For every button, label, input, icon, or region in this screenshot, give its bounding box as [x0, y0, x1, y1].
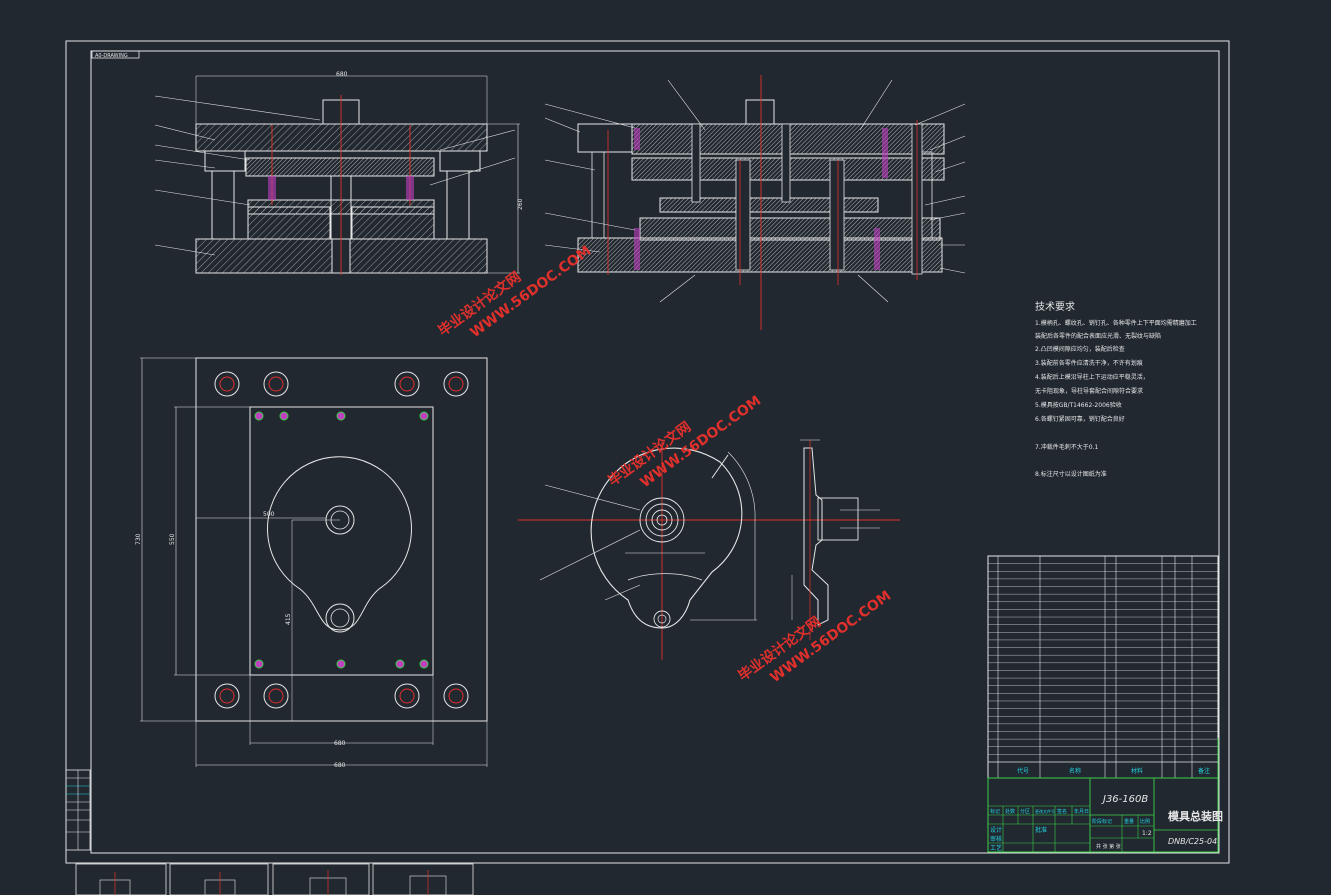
tech-line-2: 装配后各零件的配合表面应光滑、无裂纹与缺陷: [1035, 332, 1161, 340]
tech-line-3: 2.凸凹模间隙应均匀，装配后检查: [1035, 345, 1125, 353]
tb-row-design: 设计: [990, 826, 1002, 834]
dim-415: 415: [285, 613, 292, 625]
tb-weight-label: 重量: [1124, 818, 1134, 825]
left-margin-table: [65, 769, 91, 851]
tb-scale-label: 比例: [1140, 818, 1150, 825]
top-plan-view[interactable]: 730 550 680 680 415 500: [135, 357, 488, 769]
parts-list-rows: [988, 563, 1218, 755]
bom-header-code: 代号: [1017, 767, 1029, 775]
tech-heading: 技术要求: [1035, 300, 1075, 313]
tb-col-count: 处数: [1005, 808, 1015, 815]
drawing-code: J36-160B: [1101, 794, 1148, 805]
tb-stage-label: 阶段标记: [1092, 818, 1112, 825]
top-height-dim: 730: [135, 533, 142, 545]
bom-header-material: 材料: [1131, 767, 1143, 775]
tech-line-9: 7.冲裁件毛刺不大于0.1: [1035, 443, 1098, 451]
tech-line-1: 1.模柄孔、螺纹孔、销钉孔、各种零件上下平面均需精磨加工: [1035, 319, 1197, 327]
ref-label-box: [91, 50, 140, 59]
top-inner-height-dim: 550: [169, 533, 176, 545]
front-height-dim: 260: [517, 198, 524, 210]
tb-col-zone: 分区: [1020, 808, 1030, 815]
front-section-view[interactable]: 680 260: [154, 71, 524, 275]
bottom-thumbnails: [75, 863, 474, 895]
tech-line-8: 6.各螺钉紧固可靠，销钉配合良好: [1035, 415, 1125, 423]
tb-col-date: 年月日: [1074, 808, 1089, 815]
outer-sheet-border: [65, 40, 1230, 864]
watermark-2: 毕业设计论文网 WWW.56DOC.COM: [605, 393, 764, 491]
tech-line-6: 无卡阻现象，导柱导套配合间隙符合要求: [1035, 387, 1143, 395]
tech-line-4: 3.装配前各零件应清洗干净，不许有划痕: [1035, 359, 1143, 367]
ref-label: A0-DRAWING: [95, 53, 128, 59]
tech-requirements: 技术要求 1.模柄孔、螺纹孔、销钉孔、各种零件上下平面均需精磨加工 装配后各零件…: [1035, 300, 1197, 478]
tech-line-7: 5.模具按GB/T14662-2006验收: [1035, 401, 1122, 409]
tb-col-mark: 标记: [990, 808, 1000, 815]
tb-row-process: 工艺: [990, 844, 1002, 852]
watermark-3: 毕业设计论文网 WWW.56DOC.COM: [735, 588, 894, 686]
bom-header-name: 名称: [1069, 767, 1081, 775]
tech-line-10: 8.标注尺寸以设计图纸为准: [1035, 470, 1107, 478]
bom-header-remark: 备注: [1198, 767, 1210, 775]
drawing-number: DNB/C25-04: [1168, 837, 1217, 846]
parts-list-table[interactable]: 代号 名称 材料 备注: [987, 555, 1219, 779]
tb-row-review: 审核: [990, 835, 1002, 843]
inner-sheet-border: [90, 50, 1220, 854]
drawing-title: 模具总装图: [1168, 809, 1223, 823]
front-width-dim: 680: [336, 71, 348, 78]
top-width-dim: 680: [334, 762, 346, 769]
tb-col-sign: 签名: [1057, 808, 1067, 815]
guide-bushing-holes: [214, 371, 469, 709]
side-section-view[interactable]: [544, 75, 966, 330]
screw-holes: [254, 411, 429, 669]
dim-500: 500: [263, 511, 275, 518]
tech-line-5: 4.装配后上模沿导柱上下运动应平稳灵活，: [1035, 373, 1149, 381]
tb-col-change: 更改文件号: [1035, 808, 1055, 814]
top-inner-width-dim: 680: [334, 740, 346, 747]
tb-scale-value: 1:2: [1142, 830, 1152, 837]
part-detail-view[interactable]: [518, 440, 900, 660]
title-block[interactable]: 标记 处数 分区 更改文件号 签名 年月日 设计 审核 工艺 批准 阶段标记 重…: [987, 777, 1223, 853]
part-profile-view[interactable]: [791, 439, 880, 640]
tb-row-approve: 批准: [1035, 826, 1047, 834]
tb-sheet-label: 共 张 第 张: [1096, 843, 1121, 850]
